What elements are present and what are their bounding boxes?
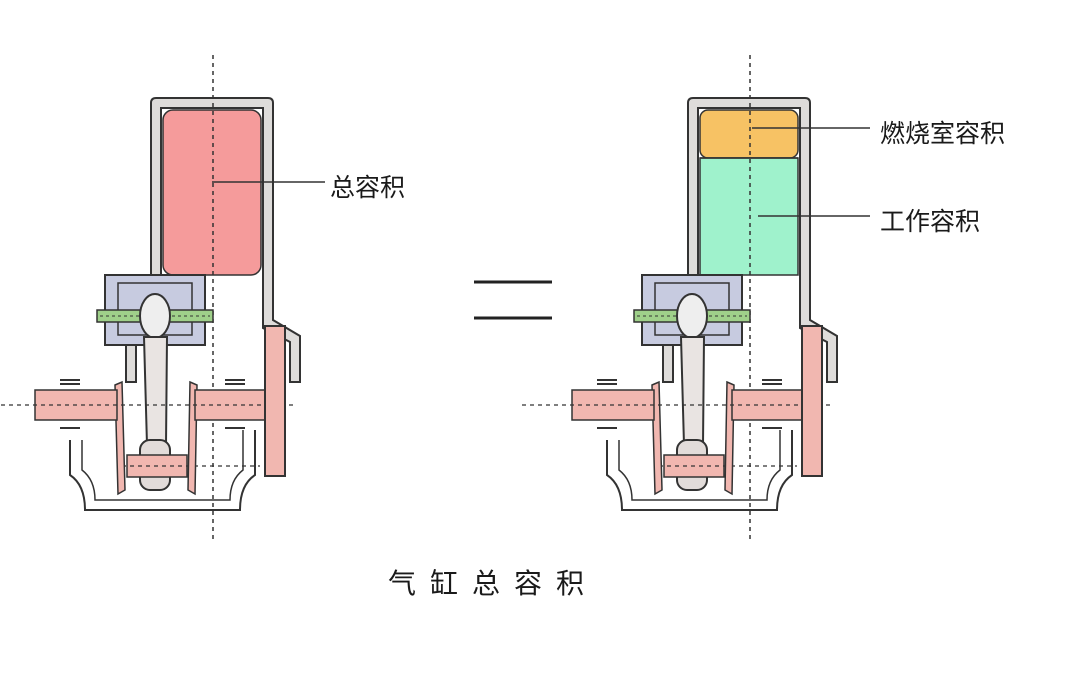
total-volume-area — [162, 109, 262, 276]
left-engine — [0, 0, 325, 541]
diagram-title: 气缸总容积 — [388, 567, 599, 600]
equals-sign — [474, 280, 552, 320]
right-engine — [521, 0, 870, 541]
combustion-chamber-label: 燃烧室容积 — [880, 119, 1006, 148]
combustion-chamber-area — [699, 109, 799, 159]
working-volume-label: 工作容积 — [880, 207, 981, 236]
total-volume-label: 总容积 — [330, 173, 406, 202]
